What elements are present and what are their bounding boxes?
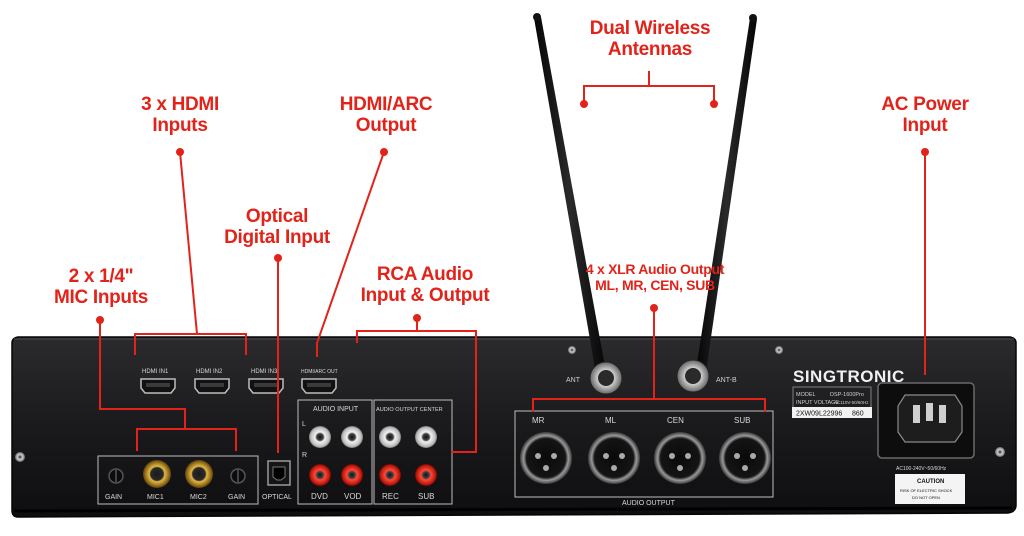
svg-text:HDMI IN2: HDMI IN2: [196, 369, 223, 375]
chassis: [11, 336, 1017, 518]
antenna-right: [690, 14, 757, 382]
ac-power-inlet[interactable]: [877, 382, 975, 459]
xlr-sub-jack[interactable]: [719, 432, 771, 484]
antenna-left: [533, 13, 610, 384]
input-voltage-label: INPUT VOLTAGE: [796, 400, 839, 406]
callout-rca-audio-line2: Input & Output: [360, 285, 490, 307]
callout-ac-power: AC Power Input: [868, 94, 982, 137]
input-voltage-value: AC110V-50/60Hz: [834, 400, 869, 405]
ant-b-label: ANT-B: [716, 377, 737, 384]
sub-rca-label: SUB: [418, 492, 434, 501]
caution-text-2: DO NOT OPEN: [912, 495, 940, 500]
callout-xlr-output: 4 x XLR Audio Output ML, MR, CEN, SUB: [580, 261, 730, 293]
rca-l-label: L: [302, 421, 306, 428]
callout-mic-inputs-line1: 2 x 1/4": [68, 266, 134, 287]
rca-dvd-l-jack[interactable]: [309, 426, 331, 448]
xlr-ml-label: ML: [605, 416, 617, 425]
xlr-ml-jack[interactable]: [588, 432, 640, 484]
audio-input-label: AUDIO INPUT: [313, 406, 359, 413]
callout-antennas-line2: Antennas: [607, 39, 693, 61]
model-label: MODEL: [796, 392, 816, 398]
svg-text:HDMI/ARC OUT: HDMI/ARC OUT: [301, 369, 338, 375]
screw-icons: [15, 346, 1005, 462]
vod-label: VOD: [344, 492, 362, 501]
callout-ac-power-line2: Input: [902, 115, 948, 137]
rca-vod-l-jack[interactable]: [341, 426, 363, 448]
serial-number: 2XW09L22996: [796, 411, 842, 418]
callout-optical-line1: Optical: [245, 206, 309, 227]
hdmi-in2-port[interactable]: HDMI IN2: [194, 369, 230, 394]
gain-right-label: GAIN: [228, 494, 245, 501]
hdmi-arc-out-port[interactable]: HDMI/ARC OUT: [301, 369, 338, 394]
xlr-mr-jack[interactable]: [520, 432, 572, 484]
xlr-sub-label: SUB: [734, 416, 750, 425]
callout-hdmi-arc-line1: HDMI/ARC: [339, 94, 433, 115]
callout-optical: Optical Digital Input: [214, 206, 340, 249]
callout-xlr-output-line1: 4 x XLR Audio Output: [585, 261, 725, 277]
rca-sub-r-jack[interactable]: [415, 464, 437, 486]
xlr-cen-jack[interactable]: [654, 432, 706, 484]
ac-rating-label: AC100-240V~50/60Hz: [896, 466, 947, 472]
gain-left-label: GAIN: [105, 494, 122, 501]
callout-antennas-line1: Dual Wireless: [589, 18, 711, 39]
xlr-mr-label: MR: [532, 416, 545, 425]
audio-output-label: AUDIO OUTPUT: [622, 500, 676, 507]
caution-label: CAUTION: [917, 479, 944, 485]
callout-hdmi-inputs-line2: Inputs: [152, 115, 208, 137]
callout-mic-inputs: 2 x 1/4" MIC Inputs: [46, 266, 156, 309]
callout-rca-audio-line1: RCA Audio: [376, 264, 474, 285]
rca-rec-r-jack[interactable]: [379, 464, 401, 486]
rec-label: REC: [382, 492, 399, 501]
callout-hdmi-inputs-line1: 3 x HDMI: [141, 94, 219, 115]
model-value: DSP-1600Pro: [830, 392, 864, 398]
mic2-label: MIC2: [190, 494, 207, 501]
rca-r-label: R: [302, 452, 307, 459]
serial-suffix: 860: [852, 411, 864, 418]
callout-antennas: Dual Wireless Antennas: [580, 18, 720, 61]
callout-mic-inputs-line2: MIC Inputs: [53, 287, 149, 309]
gain-left-knob[interactable]: [108, 468, 124, 484]
callout-rca-audio: RCA Audio Input & Output: [358, 264, 492, 307]
audio-output-center-label: AUDIO OUTPUT CENTER: [376, 407, 443, 413]
ant-a-label: ANT: [566, 377, 581, 384]
callout-hdmi-arc-line2: Output: [355, 115, 417, 137]
optical-port[interactable]: [267, 460, 291, 486]
mic1-label: MIC1: [147, 494, 164, 501]
caution-text-1: RISK OF ELECTRIC SHOCK: [900, 488, 953, 493]
gain-right-knob[interactable]: [230, 468, 246, 484]
rca-sub-l-jack[interactable]: [415, 426, 437, 448]
callout-xlr-output-line2: ML, MR, CEN, SUB: [595, 276, 715, 293]
callout-ac-power-line1: AC Power: [881, 94, 969, 115]
brand-logo: SINGTRONIC: [793, 367, 905, 386]
dvd-label: DVD: [311, 492, 328, 501]
hdmi-in1-port[interactable]: HDMI IN1: [140, 369, 176, 394]
svg-text:HDMI IN3: HDMI IN3: [251, 369, 278, 375]
callout-lines: [96, 71, 929, 453]
callout-hdmi-arc: HDMI/ARC Output: [330, 94, 442, 137]
xlr-cen-label: CEN: [667, 416, 684, 425]
svg-text:HDMI IN1: HDMI IN1: [142, 369, 169, 375]
rca-vod-r-jack[interactable]: [341, 464, 363, 486]
mic1-jack[interactable]: [143, 460, 171, 488]
rca-rec-l-jack[interactable]: [379, 426, 401, 448]
rca-dvd-r-jack[interactable]: [309, 464, 331, 486]
optical-label: OPTICAL: [262, 494, 292, 501]
callout-optical-line2: Digital Input: [224, 227, 330, 249]
callout-hdmi-inputs: 3 x HDMI Inputs: [128, 94, 232, 137]
mic2-jack[interactable]: [185, 460, 213, 488]
